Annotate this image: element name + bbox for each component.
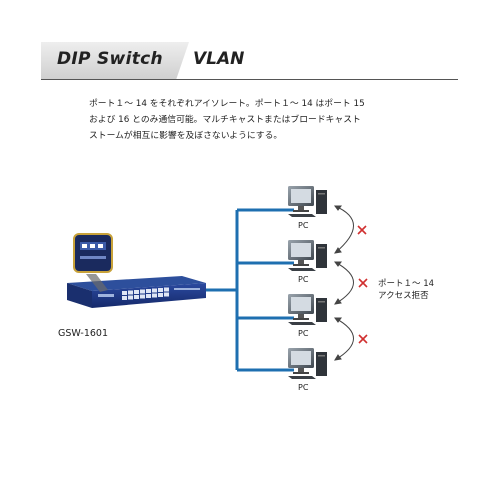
network-lines	[198, 210, 294, 370]
annotation-line: アクセス拒否	[378, 290, 434, 302]
network-switch	[67, 276, 206, 308]
cross-mark-icon	[359, 335, 367, 343]
pc-icon	[288, 240, 327, 271]
switch-model-label: GSW-1601	[58, 328, 108, 339]
pc-icon	[288, 294, 327, 325]
cross-mark-icon	[359, 279, 367, 287]
annotation-line: ポート１～ 14	[378, 278, 434, 290]
pc-label: PC	[298, 221, 308, 230]
cross-mark-icon	[358, 226, 366, 234]
pc-label: PC	[298, 329, 308, 338]
pc-icon	[288, 348, 327, 379]
pc-label: PC	[298, 383, 308, 392]
pc-icon	[288, 186, 327, 217]
access-denied-arcs	[335, 206, 354, 360]
access-denied-annotation: ポート１～ 14 アクセス拒否	[378, 278, 434, 302]
pc-label: PC	[298, 275, 308, 284]
